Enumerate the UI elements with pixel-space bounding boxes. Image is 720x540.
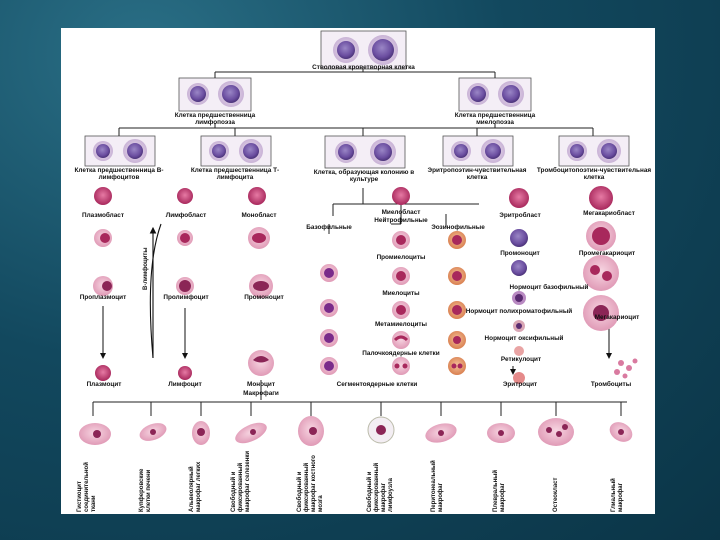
label-megakaryocyte: Мегакариоцит [594,314,640,321]
diagram-graphics [79,30,638,446]
label-promyelocytes: Промиелоциты [376,254,426,261]
label-reticulocyte: Ретикулоцит [500,356,542,363]
label-myelo-precursor: Клетка предшественница миелопоэза [454,112,536,126]
label-macrophages: Макрофаги [243,390,279,397]
label-macrophage-9: Остеокласт [553,477,559,512]
label-lymphocyte: Лимфоцит [168,381,202,388]
label-macrophage-10: Глиальный макрофаг [611,478,624,512]
label-metamyelocytes: Метамиелоциты [374,321,427,328]
label-macrophage-8: Плевральный макрофаг [493,469,506,512]
label-normo-poly: Нормоцит полихроматофильный [465,308,573,315]
label-neutrophilic: Нейтрофильные [374,217,428,224]
label-plasmocyte: Плазмоцит [86,381,122,388]
label-band-cells: Палочкоядерные клетки [362,350,440,357]
label-plasmoblast: Плазмобласт [82,212,124,219]
label-macrophage-4: Свободный и фиксированный макрофаг селез… [231,450,251,512]
label-lymphoblast: Лимфобласт [165,212,207,219]
label-macrophage-5: Свободный и фиксированный макрофаг костн… [297,455,324,512]
label-thrombo-sensitive: Тромбоцитопоэтин-чувствительная клетка [536,167,652,181]
label-myeloblast: Миелобласт [381,209,421,216]
label-monoblast: Монобласт [241,212,277,219]
label-erythro-sensitive: Эритропоэтин-чувствительная клетка [427,167,527,181]
label-b-lymphocytes-vertical: В-лимфоциты [143,247,149,290]
label-normo-baso: Нормоцит базофильный [509,284,589,291]
label-macrophage-1: Гистиоцит соединительной ткани [77,462,97,512]
lineage-cells [93,186,638,384]
label-proplasmocyte: Проплазмоцит [79,294,127,301]
label-promonocyte: Промоноцит [244,294,284,301]
label-eosinophilic: Эозинофильные [431,224,485,231]
label-myelocytes: Миелоциты [382,290,420,297]
label-megakaryoblast: Мегакариобласт [583,210,635,217]
label-erythroblast: Эритробласт [499,212,541,219]
label-macrophage-2: Купферовские клетки печени [139,468,152,512]
label-segmented: Сегментоядерные клетки [336,381,418,388]
label-lymph-precursor: Клетка предшественница лимфопоэза [174,112,256,126]
macrophage-cells [79,416,633,446]
label-colony-cell: Клетка, образующая колонию в культуре [313,169,415,183]
label-normo-oxy: Нормоцит оксифильный [484,335,564,342]
label-basophilic: Базофильные [306,224,352,231]
label-monocyte: Моноцит [247,381,275,388]
label-macrophage-6: Свободный и фиксированный макрофаг лимфо… [367,462,394,512]
label-macrophage-3: Альвеолярный макрофаг легких [189,461,202,512]
label-platelets: Тромбоциты [590,381,632,388]
label-erythrocyte: Эритроцит [502,381,538,388]
label-macrophage-7: Перитонеальный макрофаг [431,460,444,512]
hematopoiesis-diagram: Стволовая кроветворная клетка Клетка пре… [61,28,655,514]
label-promegakaryocyte: Промегакариоцит [578,250,636,257]
label-promonocyte-er: Промоноцит [500,250,540,257]
progenitor-cells [93,35,621,165]
label-stem-cell: Стволовая кроветворная клетка [312,64,415,71]
label-prolymphocyte: Пролимфоцит [163,294,209,301]
label-b-precursor: Клетка предшественница В-лимфоцитов [74,167,164,181]
label-t-precursor: Клетка предшественница Т-лимфоцита [190,167,280,181]
